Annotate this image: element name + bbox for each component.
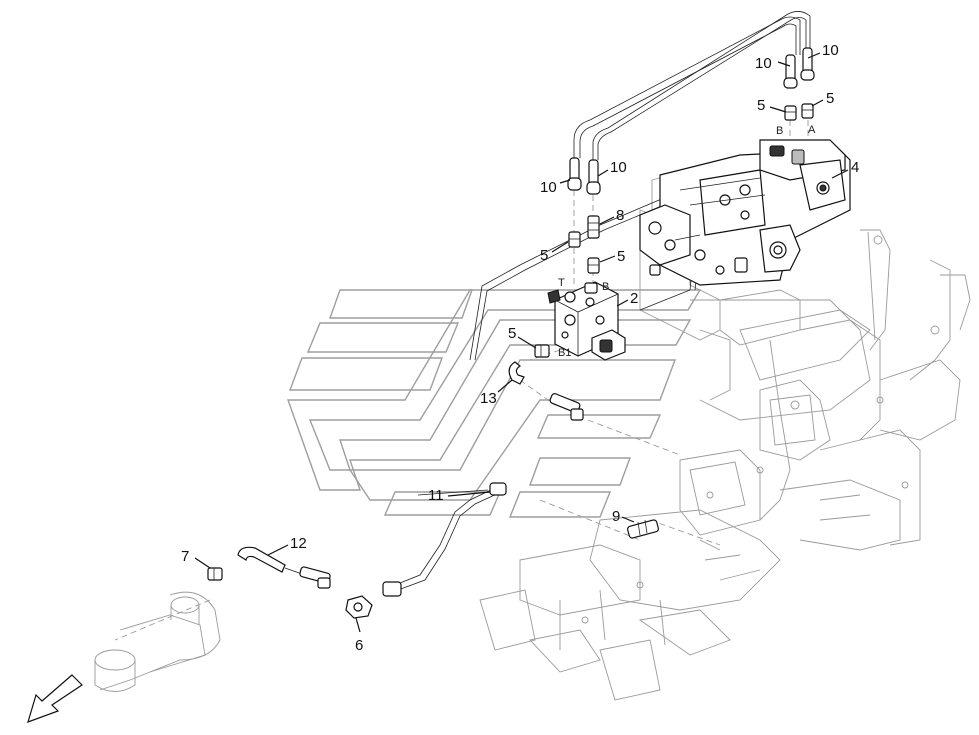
callout-2: 2 <box>630 290 638 307</box>
callout-5-a: 5 <box>826 90 834 107</box>
port-label-t: T <box>558 277 565 289</box>
control-valve-4 <box>639 139 851 286</box>
hose-13 <box>508 361 584 421</box>
elbow-fitting-6 <box>345 595 373 619</box>
hose-end-10-right-b <box>800 47 815 81</box>
callout-10-a: 10 <box>755 55 772 72</box>
callout-9: 9 <box>612 508 620 525</box>
watermark-logo <box>287 289 702 518</box>
adapter-5-left-a <box>568 231 581 248</box>
callout-5-c: 5 <box>540 247 548 264</box>
callout-12: 12 <box>290 535 307 552</box>
port-label-b1: B1 <box>558 347 571 359</box>
callout-leaders <box>194 52 849 633</box>
callout-4: 4 <box>851 159 859 176</box>
direction-arrow-icon <box>27 674 83 723</box>
hose-11 <box>382 482 507 597</box>
callout-labels: 10 10 5 5 B A 10 10 4 8 5 5 T B 2 5 B1 1… <box>181 42 859 654</box>
hose-12 <box>237 546 331 589</box>
hose-end-10-left-a <box>567 157 582 191</box>
fitting-9 <box>627 519 659 539</box>
callout-6: 6 <box>355 637 363 654</box>
callout-11: 11 <box>428 487 444 504</box>
callout-8: 8 <box>616 207 624 224</box>
port-label-b-top: B <box>776 125 783 137</box>
valve-block-2 <box>547 281 626 361</box>
adapter-7 <box>207 567 223 581</box>
port-label-b: B <box>602 281 609 293</box>
fitting-8 <box>587 215 600 239</box>
callout-10-d: 10 <box>610 159 627 176</box>
callout-13: 13 <box>480 390 497 407</box>
callout-10-b: 10 <box>822 42 839 59</box>
hose-end-10-right-a <box>783 54 798 89</box>
adapter-5-left-b <box>587 257 600 274</box>
adapter-5-b <box>784 105 797 121</box>
adapter-5-b1 <box>534 344 550 358</box>
hydraulic-cylinder <box>94 591 221 692</box>
callout-10-c: 10 <box>540 179 557 196</box>
callout-5-e: 5 <box>508 325 516 342</box>
port-label-a-top: A <box>808 124 816 136</box>
callout-7: 7 <box>181 548 189 565</box>
hose-end-10-left-b <box>586 159 601 195</box>
callout-5-d: 5 <box>617 248 625 265</box>
adapter-5-a <box>801 103 814 119</box>
callout-5-b: 5 <box>757 97 765 114</box>
